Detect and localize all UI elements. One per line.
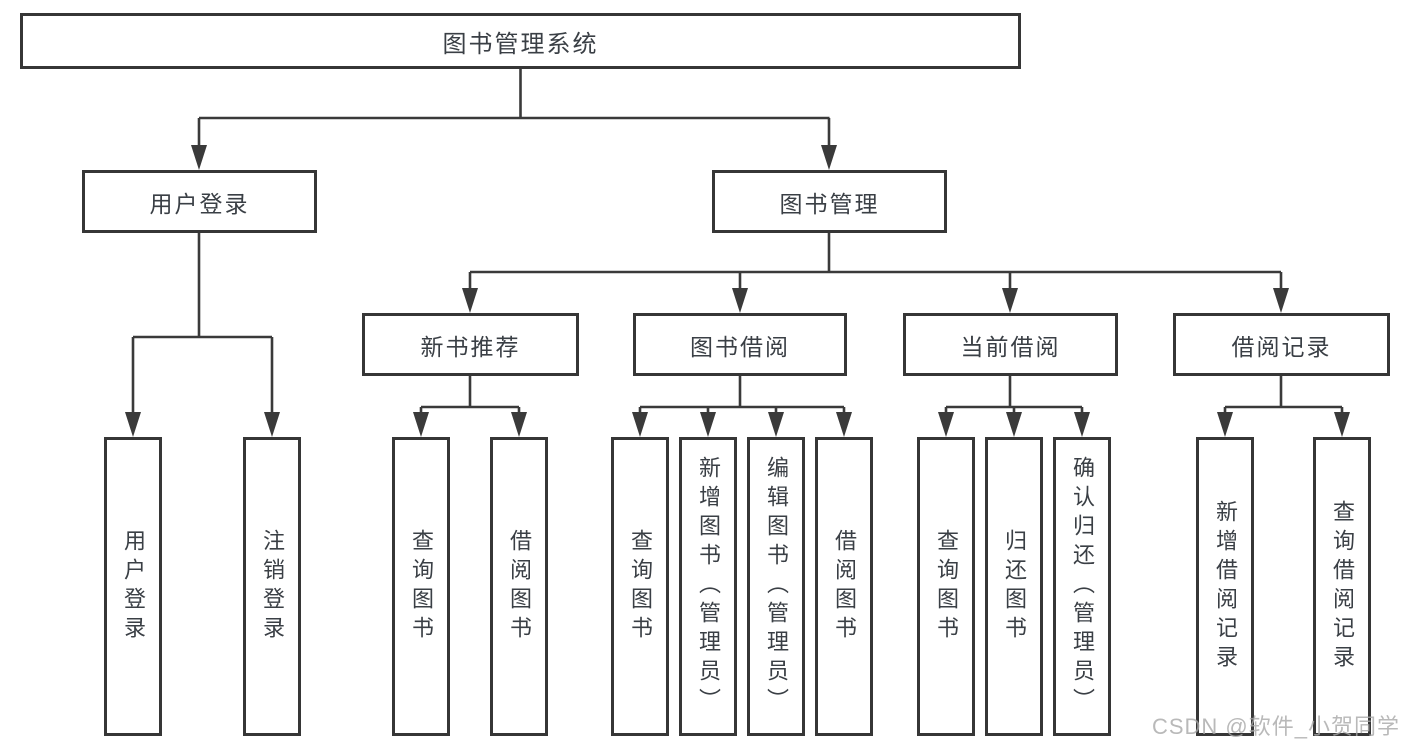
leaf-borrowing-query-books: 查询图书 (611, 437, 669, 736)
leaf-return-books: 归还图书 (985, 437, 1043, 736)
leaf-logout: 注销登录 (243, 437, 301, 736)
leaf-add-borrow-record: 新增借阅记录 (1196, 437, 1254, 736)
leaf-borrow-books-label: 借阅图书 (832, 528, 857, 645)
node-root-label: 图书管理系统 (442, 30, 599, 58)
leaf-confirm-return-admin-label: 确认归还（管理员） (1070, 456, 1095, 717)
leaf-user-login-label: 用户登录 (121, 528, 146, 645)
node-new-book-recommend: 新书推荐 (362, 313, 579, 376)
node-borrowing-records-label: 借阅记录 (1231, 333, 1332, 360)
node-book-borrowing-label: 图书借阅 (690, 333, 790, 360)
leaf-confirm-return-admin: 确认归还（管理员） (1053, 437, 1111, 736)
leaf-user-login: 用户登录 (104, 437, 162, 736)
node-book-management-label: 图书管理 (779, 190, 880, 217)
leaf-add-book-admin: 新增图书（管理员） (679, 437, 737, 736)
leaf-borrow-books: 借阅图书 (815, 437, 873, 736)
leaf-current-query-books: 查询图书 (917, 437, 975, 736)
node-root: 图书管理系统 (20, 13, 1021, 69)
leaf-add-book-admin-label: 新增图书（管理员） (696, 456, 721, 717)
leaf-borrowing-query-books-label: 查询图书 (628, 528, 653, 645)
leaf-logout-label: 注销登录 (260, 528, 285, 645)
leaf-add-borrow-record-label: 新增借阅记录 (1213, 499, 1238, 674)
node-user-login: 用户登录 (82, 170, 317, 233)
leaf-recommend-borrow-books: 借阅图书 (490, 437, 548, 736)
node-book-borrowing: 图书借阅 (633, 313, 847, 376)
node-current-borrowing-label: 当前借阅 (960, 333, 1061, 360)
arrowheads (125, 145, 1350, 437)
node-current-borrowing: 当前借阅 (903, 313, 1118, 376)
leaf-edit-book-admin: 编辑图书（管理员） (747, 437, 805, 736)
leaf-return-books-label: 归还图书 (1002, 528, 1027, 645)
node-book-management: 图书管理 (712, 170, 947, 233)
leaf-edit-book-admin-label: 编辑图书（管理员） (764, 456, 789, 717)
leaf-query-borrow-record-label: 查询借阅记录 (1330, 499, 1355, 674)
leaf-query-borrow-record: 查询借阅记录 (1313, 437, 1371, 736)
node-borrowing-records: 借阅记录 (1173, 313, 1390, 376)
leaf-recommend-borrow-books-label: 借阅图书 (507, 528, 532, 645)
node-new-book-recommend-label: 新书推荐 (420, 333, 521, 360)
leaf-recommend-query-books: 查询图书 (392, 437, 450, 736)
node-user-login-label: 用户登录 (149, 190, 250, 217)
watermark: CSDN @软件_小贺同学 (1151, 714, 1400, 739)
leaf-recommend-query-books-label: 查询图书 (409, 528, 434, 645)
leaf-current-query-books-label: 查询图书 (934, 528, 959, 645)
